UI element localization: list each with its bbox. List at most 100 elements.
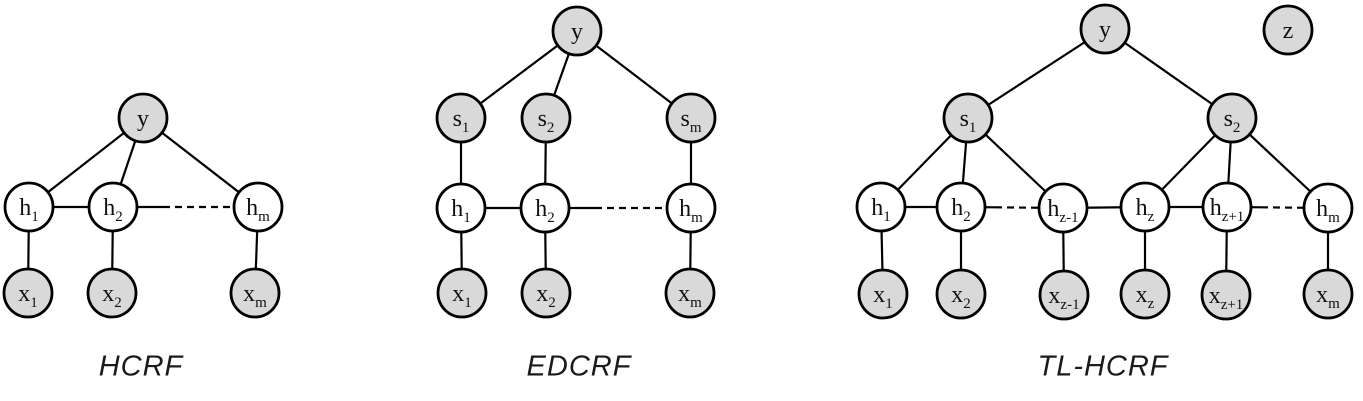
hcrf-node-label-h2: h2 xyxy=(103,195,123,225)
tl-hcrf-node-hz: hz xyxy=(1119,181,1171,233)
edcrf-node-circle-sm xyxy=(665,92,717,144)
hcrf-node-hm: hm xyxy=(232,181,284,233)
edcrf-node-label-h1: h1 xyxy=(451,196,471,226)
diagram-tl-hcrf: y z s1 s2 h1 h2 hz-1 hz hz+1 hm x1 x2 xz-1 xz xz+1 xm xyxy=(855,3,1354,321)
edcrf-node-circle-xm xyxy=(664,267,716,319)
tl-hcrf-node-s2: s2 xyxy=(1206,92,1258,144)
tl-hcrf-node-circle-xz xyxy=(1119,268,1171,320)
tl-hcrf-edge-y-s2 xyxy=(1104,28,1233,119)
tl-hcrf-node-circle-hz xyxy=(1119,181,1171,233)
edcrf-node-circle-h1 xyxy=(435,182,487,234)
tl-hcrf-node-label-hz2: hz+1 xyxy=(1210,195,1245,225)
hcrf-node-x1: x1 xyxy=(2,267,54,319)
edcrf-node-circle-s1 xyxy=(435,92,487,144)
hcrf-node-circle-y xyxy=(117,92,169,144)
edcrf-node-label-s1: s1 xyxy=(453,106,470,136)
tl-hcrf-node-label-hz: hz xyxy=(1136,195,1155,225)
tl-hcrf-node-hm: hm xyxy=(1302,182,1354,234)
tl-hcrf-node-circle-x2 xyxy=(935,268,987,320)
edcrf-node-label-x1: x1 xyxy=(452,281,472,311)
tl-hcrf-node-label-h2: h2 xyxy=(951,195,971,225)
edcrf-node-s1: s1 xyxy=(435,92,487,144)
tl-hcrf-node-circle-xz1 xyxy=(1038,269,1090,321)
hcrf-node-label-h1: h1 xyxy=(19,195,39,225)
edcrf-node-label-h2: h2 xyxy=(535,196,555,226)
hcrf-node-y: y xyxy=(117,92,169,144)
hcrf-node-circle-x1 xyxy=(2,267,54,319)
edcrf-node-x1: x1 xyxy=(436,267,488,319)
hcrf-node-h2: h2 xyxy=(87,181,139,233)
tl-hcrf-node-circle-s1 xyxy=(942,92,994,144)
edcrf-node-circle-x1 xyxy=(436,267,488,319)
hcrf-node-label-x1: x1 xyxy=(18,281,38,311)
edcrf-node-sm: sm xyxy=(665,92,717,144)
edcrf-node-circle-hm xyxy=(665,182,717,234)
tl-hcrf-node-h1: h1 xyxy=(855,181,907,233)
tl-hcrf-node-label-xm: xm xyxy=(1316,282,1340,312)
edcrf-node-y: y xyxy=(551,5,603,57)
hcrf-node-label-xm: xm xyxy=(243,281,267,311)
tl-hcrf-node-circle-s2 xyxy=(1206,92,1258,144)
tl-hcrf-node-circle-xm xyxy=(1302,268,1354,320)
tl-hcrf-edge-y-s1 xyxy=(967,28,1106,119)
tl-hcrf-node-h2: h2 xyxy=(935,181,987,233)
hcrf-node-x2: x2 xyxy=(86,267,138,319)
hcrf-node-circle-h2 xyxy=(87,181,139,233)
edcrf-node-label-y: y xyxy=(571,19,583,45)
tl-hcrf-node-xz: xz xyxy=(1119,268,1171,320)
tl-hcrf-node-xm: xm xyxy=(1302,268,1354,320)
edcrf-node-s2: s2 xyxy=(520,92,572,144)
tl-hcrf-node-x1: x1 xyxy=(857,268,909,320)
tl-hcrf-node-x2: x2 xyxy=(935,268,987,320)
edcrf-node-h2: h2 xyxy=(519,182,571,234)
hcrf-node-label-hm: hm xyxy=(246,195,270,225)
hcrf-node-circle-h1 xyxy=(3,181,55,233)
tl-hcrf-node-label-hz1: hz-1 xyxy=(1047,196,1078,226)
tl-hcrf-node-circle-hz1 xyxy=(1037,182,1089,234)
hcrf-node-circle-hm xyxy=(232,181,284,233)
edcrf-node-circle-x2 xyxy=(520,267,572,319)
tl-hcrf-node-s1: s1 xyxy=(942,92,994,144)
diagram-title-hcrf: HCRF xyxy=(98,350,184,383)
diagram-title-tl-hcrf: TL-HCRF xyxy=(1037,350,1169,383)
hcrf-node-label-y: y xyxy=(137,106,149,132)
tl-hcrf-node-label-z: z xyxy=(1283,18,1294,44)
tl-hcrf-node-circle-xz2 xyxy=(1200,269,1252,321)
tl-hcrf-node-hz2: hz+1 xyxy=(1201,181,1253,233)
edcrf-node-label-hm: hm xyxy=(679,196,703,226)
tl-hcrf-node-circle-h1 xyxy=(855,181,907,233)
tl-hcrf-node-circle-h2 xyxy=(935,181,987,233)
tl-hcrf-node-circle-hm xyxy=(1302,182,1354,234)
tl-hcrf-node-label-xz1: xz-1 xyxy=(1048,283,1079,313)
tl-hcrf-node-label-y: y xyxy=(1099,17,1111,43)
tl-hcrf-node-label-h1: h1 xyxy=(871,195,891,225)
hcrf-node-label-x2: x2 xyxy=(102,281,122,311)
hcrf-node-xm: xm xyxy=(229,267,281,319)
tl-hcrf-node-z: z xyxy=(1262,4,1314,56)
diagram-hcrf: y h1 h2 hm x1 x2 xm xyxy=(2,92,284,319)
tl-hcrf-node-label-s2: s2 xyxy=(1224,106,1241,136)
tl-hcrf-node-hz1: hz-1 xyxy=(1037,182,1089,234)
tl-hcrf-node-label-hm: hm xyxy=(1316,196,1340,226)
tl-hcrf-node-circle-y xyxy=(1079,3,1131,55)
tl-hcrf-node-y: y xyxy=(1079,3,1131,55)
edcrf-node-xm: xm xyxy=(664,267,716,319)
edcrf-node-hm: hm xyxy=(665,182,717,234)
tl-hcrf-node-xz2: xz+1 xyxy=(1200,269,1252,321)
tl-hcrf-node-circle-z xyxy=(1262,4,1314,56)
tl-hcrf-node-xz1: xz-1 xyxy=(1038,269,1090,321)
tl-hcrf-node-label-xz2: xz+1 xyxy=(1209,283,1244,313)
hcrf-node-circle-xm xyxy=(229,267,281,319)
edcrf-node-label-xm: xm xyxy=(678,281,702,311)
tl-hcrf-node-label-x1: x1 xyxy=(873,282,893,312)
edcrf-node-h1: h1 xyxy=(435,182,487,234)
edcrf-node-circle-s2 xyxy=(520,92,572,144)
edcrf-node-label-s2: s2 xyxy=(538,106,555,136)
tl-hcrf-node-circle-hz2 xyxy=(1201,181,1253,233)
edcrf-node-label-sm: sm xyxy=(680,106,701,136)
hcrf-node-circle-x2 xyxy=(86,267,138,319)
hcrf-node-h1: h1 xyxy=(3,181,55,233)
